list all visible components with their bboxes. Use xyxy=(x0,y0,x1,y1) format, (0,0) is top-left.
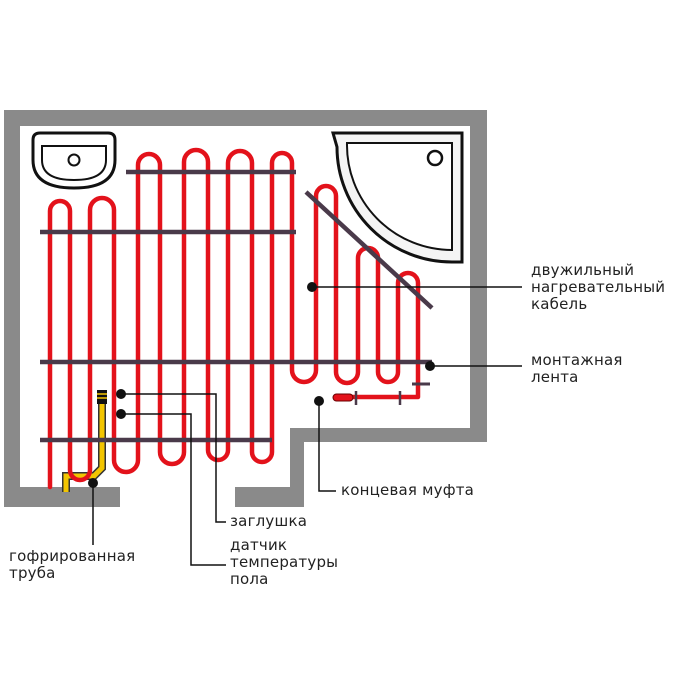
label-end-sleeve: концевая муфта xyxy=(341,481,475,499)
corrugated-pipe xyxy=(62,390,107,492)
shower-tray-icon xyxy=(331,131,464,264)
label-plug: заглушка xyxy=(230,512,308,530)
heating-cable xyxy=(47,147,421,490)
leader-sensor xyxy=(121,413,226,566)
label-mounting-tape: монтажная лента xyxy=(531,351,623,386)
leader-lines xyxy=(92,286,522,566)
label-corrugated-pipe: гофрированная труба xyxy=(9,547,136,582)
plug-tip xyxy=(97,390,107,404)
tape-strip xyxy=(304,190,434,310)
end-sleeve xyxy=(332,391,402,405)
label-floor-sensor: датчик температуры пола xyxy=(230,536,339,588)
sink-icon xyxy=(31,131,117,190)
leader-end-sleeve xyxy=(318,401,336,492)
leader-plug xyxy=(121,393,226,523)
mounting-tape xyxy=(40,169,434,443)
leader-dots xyxy=(88,282,435,488)
label-heating-cable: двужильный нагревательный кабель xyxy=(531,261,666,313)
